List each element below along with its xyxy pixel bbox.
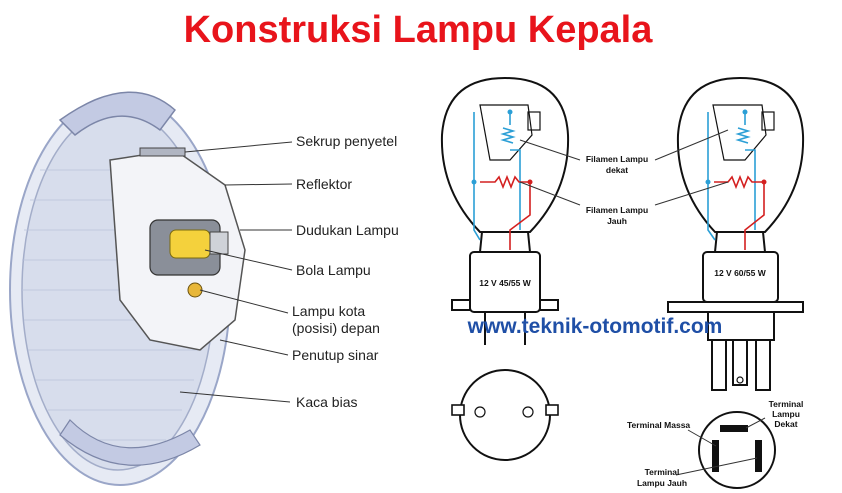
label-lampu-kota: Lampu kota (292, 303, 365, 319)
filament-labels: Filamen Lampu dekat Filamen Lampu Jauh (519, 129, 729, 226)
headlamp-illustration (9, 91, 246, 486)
bulb-right-flange (667, 301, 804, 313)
bulb-right-low-filament (735, 127, 751, 144)
bulb-right-pin-1 (711, 339, 727, 391)
bulb-right-shield (712, 104, 767, 161)
watermark: www.teknik-otomotif.com (467, 315, 723, 338)
label-terminal-jauh-2: Lampu Jauh (637, 478, 687, 488)
bulb-left-cup (527, 111, 541, 131)
label-kaca-bias: Kaca bias (296, 394, 357, 410)
adjusting-screw (139, 147, 186, 157)
label-dudukan-lampu: Dudukan Lampu (296, 222, 399, 238)
bulb-left-neck (478, 231, 532, 253)
label-terminal-jauh-1: Terminal (645, 467, 680, 477)
label-reflektor: Reflektor (296, 176, 352, 192)
bulb-right-glass (676, 76, 805, 233)
bulb (169, 229, 211, 259)
label-terminal-dekat-1: Terminal (769, 399, 804, 409)
rating-left: 12 V 45/55 W (479, 278, 531, 288)
bulb-left-low-filament (500, 127, 516, 144)
label-filamen-jauh-2: Jauh (607, 216, 627, 226)
bulb-left-blue-node (471, 179, 477, 185)
socket-circle (459, 369, 551, 461)
bulb-right-high-filament (714, 174, 764, 190)
bulb-left: 12 V 45/55 W (440, 76, 570, 345)
bulb-right-neck (713, 231, 767, 253)
label-terminal-massa: Terminal Massa (627, 420, 690, 430)
bulb-left-lug-r (539, 299, 559, 311)
bulb-left-glass (440, 76, 570, 233)
bulb-right-blue-dot (742, 109, 748, 115)
bulb-left-lug-l (451, 299, 471, 311)
terminal-jauh-pin (755, 440, 762, 472)
label-penutup-sinar: Penutup sinar (292, 347, 379, 363)
bulb-left-blue-dot (507, 109, 513, 115)
bulb-right-pin-2 (755, 339, 771, 391)
terminal-dekat-pin (720, 425, 748, 432)
headlamp-labels: Sekrup penyetel Reflektor Dudukan Lampu … (292, 133, 399, 410)
page-title: Konstruksi Lampu Kepala (184, 9, 654, 51)
label-bola-lampu: Bola Lampu (296, 262, 371, 278)
bulb-right-pin-3 (732, 339, 748, 386)
bulb-left-high-filament (480, 174, 530, 190)
label-sekrup-penyetel: Sekrup penyetel (296, 133, 397, 149)
label-filamen-dekat-1: Filamen Lampu (586, 154, 648, 164)
bulb-right-blue-node (705, 179, 711, 185)
label-posisi-depan: (posisi) depan (292, 320, 380, 336)
label-filamen-jauh-1: Filamen Lampu (586, 205, 648, 215)
rating-right: 12 V 60/55 W (714, 268, 766, 278)
terminal-circle (698, 411, 776, 489)
bulb-left-cap (469, 251, 541, 313)
label-terminal-dekat-2: Lampu (772, 409, 800, 419)
label-filamen-dekat-2: dekat (606, 165, 628, 175)
bottom-cover (59, 419, 201, 466)
bulb-base (209, 231, 229, 255)
terminal-view: Terminal Massa Terminal Lampu Dekat Term… (627, 399, 804, 489)
headlamp-leaders (179, 141, 293, 403)
label-terminal-dekat-3: Dekat (774, 419, 797, 429)
terminal-massa-pin (712, 440, 719, 472)
bulb-left-shield (479, 104, 533, 161)
position-lamp (187, 282, 203, 298)
top-cover (58, 91, 177, 136)
socket-top-view (451, 369, 559, 461)
bulb-right: 12 V 60/55 W (667, 76, 805, 391)
